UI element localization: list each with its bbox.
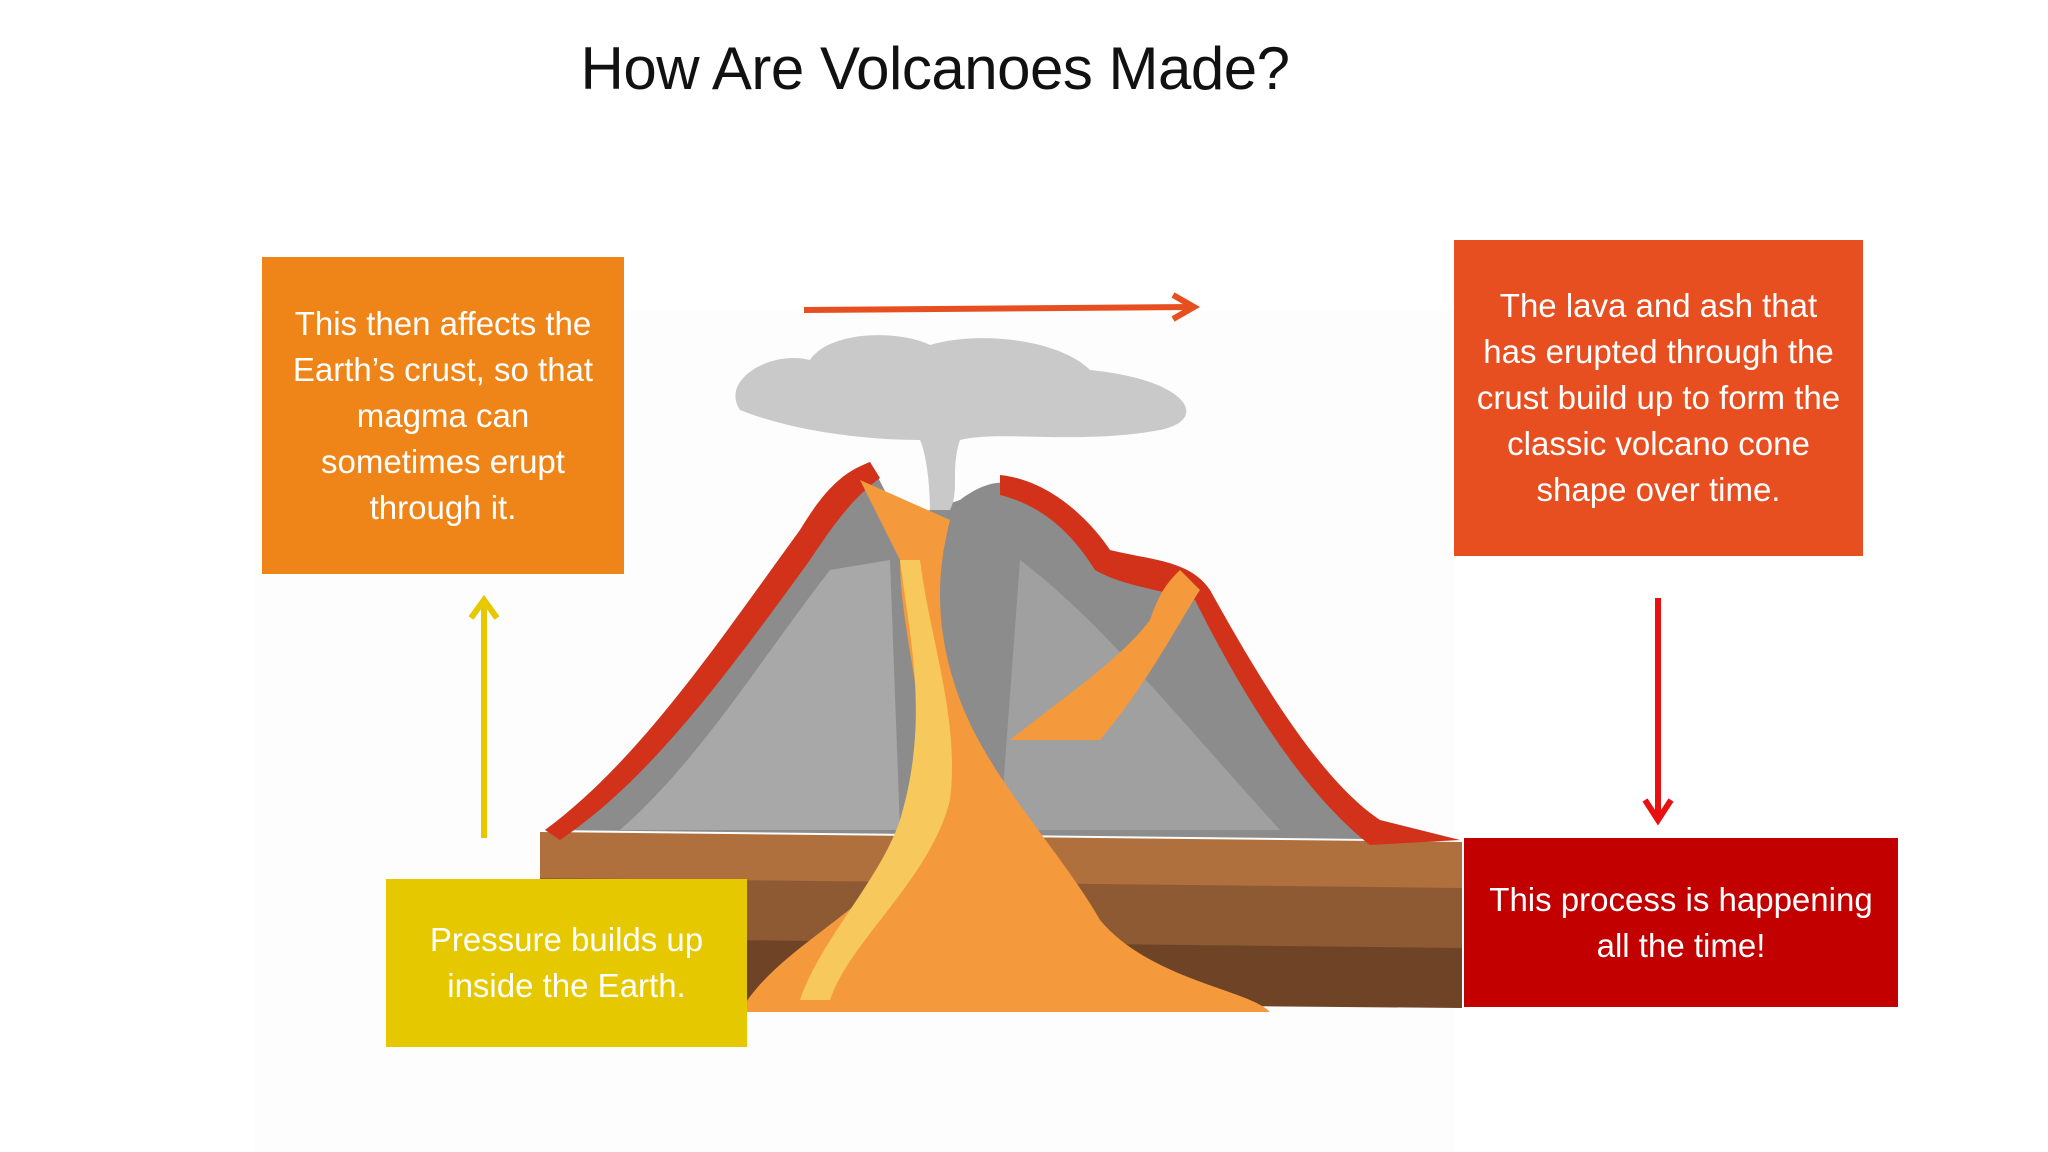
step-lava-box: The lava and ash that has erupted throug… — [1454, 240, 1863, 556]
lava-crust-right — [1000, 475, 1460, 845]
step-lava-text: The lava and ash that has erupted throug… — [1476, 287, 1841, 508]
magma-conduit — [740, 480, 1270, 1012]
volcano-inner-layer — [620, 560, 900, 830]
lava-crust-left — [545, 462, 880, 840]
magma-highlight — [800, 560, 953, 1000]
step-pressure-box: Pressure builds up inside the Earth. — [386, 879, 747, 1047]
ash-cloud — [735, 335, 1187, 510]
magma-branch — [1010, 570, 1200, 740]
step-process-box: This process is happening all the time! — [1464, 838, 1898, 1007]
step-pressure-text: Pressure builds up inside the Earth. — [429, 921, 704, 1004]
step-crust-box: This then affects the Earth’s crust, so … — [262, 257, 624, 574]
step-process-text: This process is happening all the time! — [1489, 880, 1873, 964]
volcano-inner-layer-right — [1000, 560, 1280, 830]
slide-title: How Are Volcanoes Made? — [580, 35, 1290, 102]
step-crust-text: This then affects the Earth’s crust, so … — [292, 304, 594, 526]
